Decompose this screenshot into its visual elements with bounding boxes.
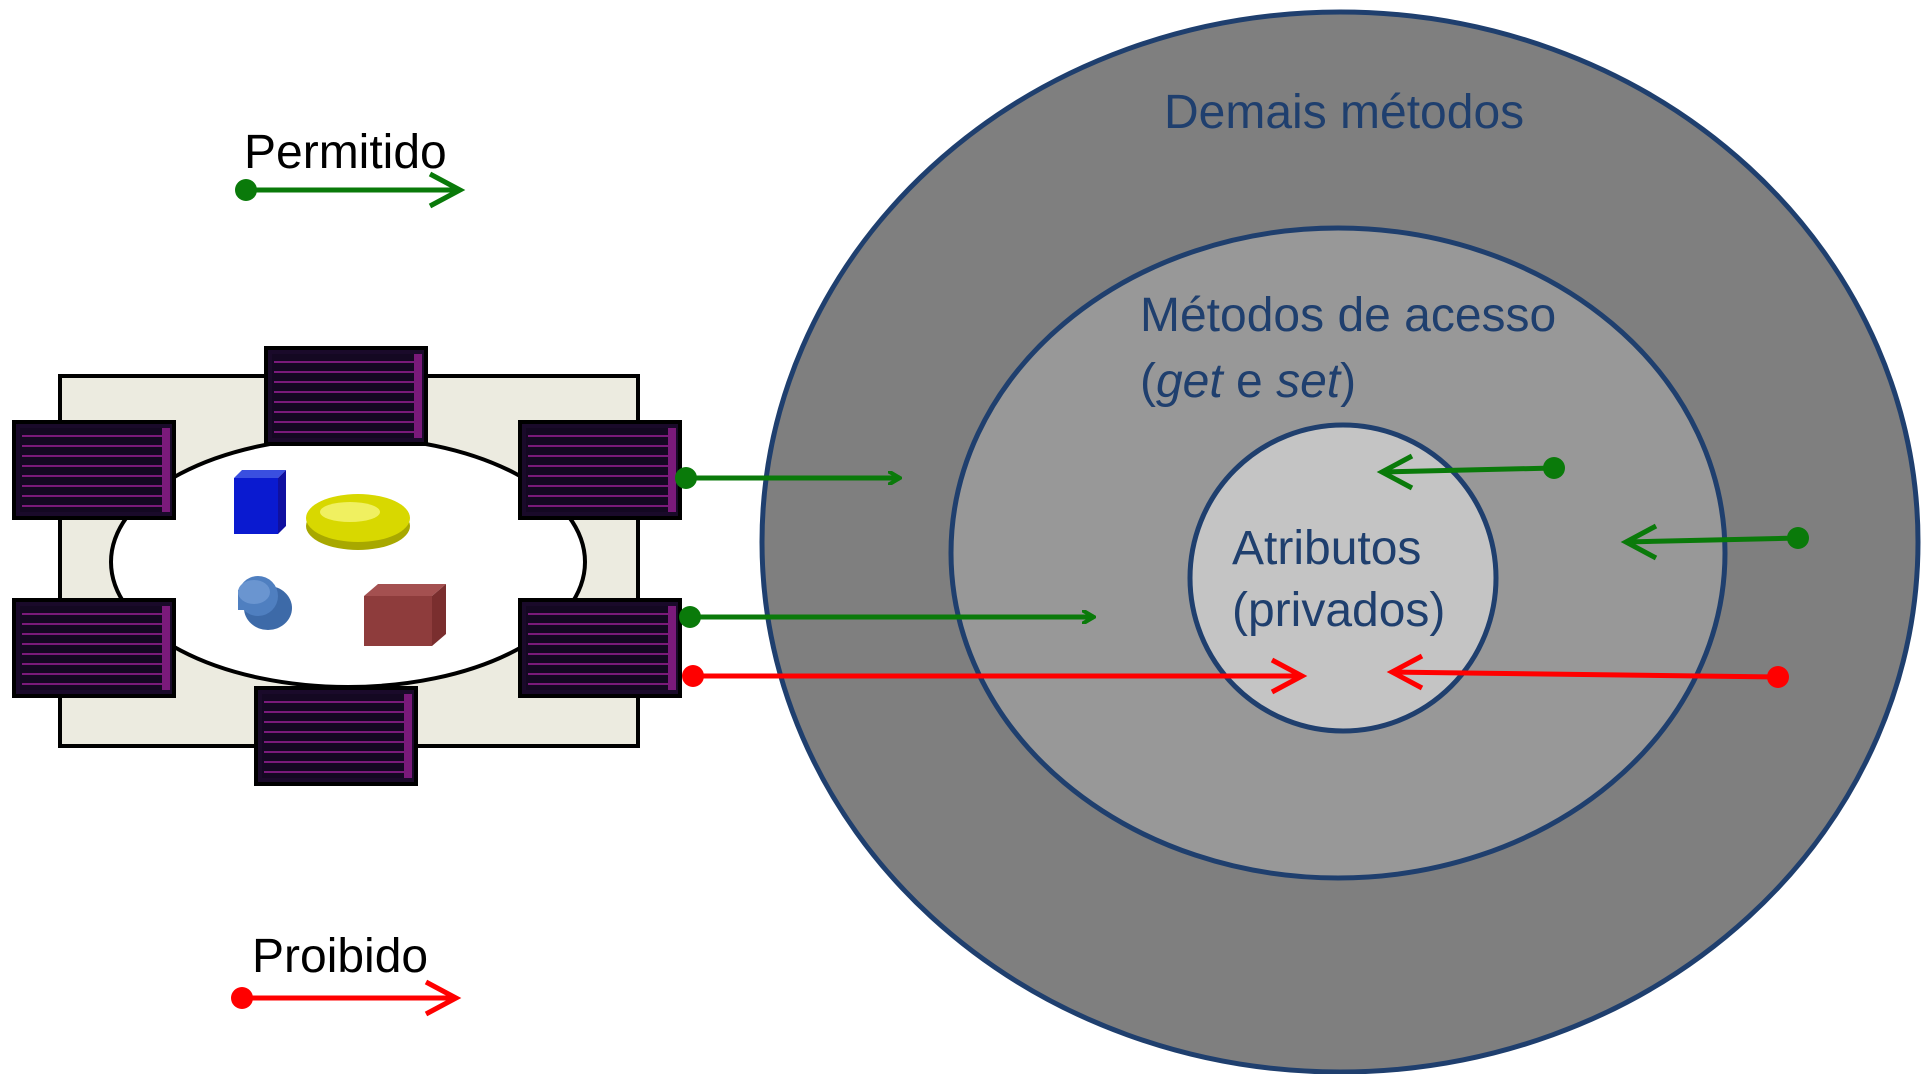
permitted-arrow-to-middle	[679, 606, 1094, 628]
permitted-arrow-middle-to-inner	[1376, 453, 1565, 491]
blue-cylinder-icon	[238, 576, 292, 630]
permitted-arrow-to-outer	[675, 467, 900, 489]
inner-ring-label-line1: Atributos	[1232, 522, 1421, 575]
method-panel-right-upper	[518, 420, 682, 520]
method-panel-left-upper	[12, 420, 176, 520]
inner-ring-label-line2: (privados)	[1232, 584, 1445, 637]
yellow-ellipsoid-icon	[306, 494, 410, 550]
method-panel-left-lower	[12, 598, 176, 698]
method-panel-bottom	[254, 686, 418, 786]
forbidden-arrow-to-inner-from-object	[682, 657, 1308, 695]
middle-ring-e: e	[1223, 355, 1276, 408]
middle-ring-label-line1: Métodos de acesso	[1140, 289, 1556, 342]
red-box-icon	[364, 584, 446, 646]
legend-permitted-label: Permitido	[244, 126, 447, 179]
legend-forbidden-label: Proibido	[252, 930, 428, 983]
legend-forbidden-arrow	[231, 979, 462, 1017]
middle-ring-paren-close: )	[1340, 355, 1356, 408]
middle-ring-set: set	[1276, 355, 1342, 408]
middle-ring-label-line2: (get e set)	[1140, 355, 1356, 408]
forbidden-arrow-outer-to-inner	[1386, 653, 1789, 691]
blue-cube-icon	[234, 470, 286, 534]
middle-ring-get: get	[1156, 355, 1224, 408]
permitted-arrow-outer-to-middle	[1620, 523, 1809, 561]
method-panel-top	[264, 346, 428, 446]
method-panel-right-lower	[518, 598, 682, 698]
legend-permitted-arrow	[235, 171, 466, 209]
outer-ring-label: Demais métodos	[1164, 86, 1524, 139]
middle-ring-paren-open: (	[1140, 355, 1156, 408]
